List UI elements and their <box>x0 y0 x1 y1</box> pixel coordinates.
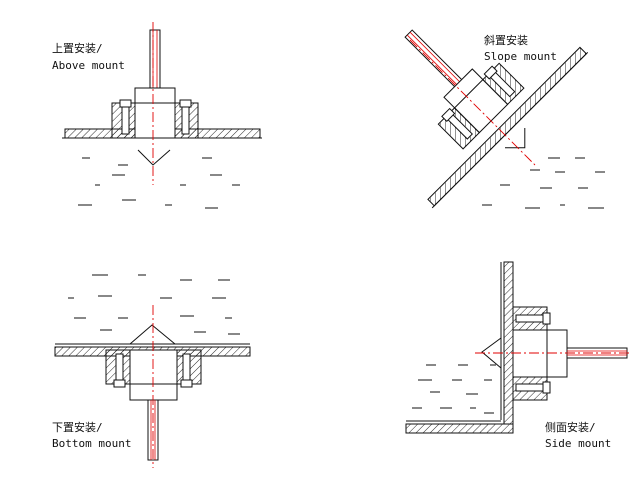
slope-centerline <box>409 39 536 166</box>
bottom-mount-label-zh: 下置安装/ <box>52 420 103 434</box>
above-mount-label-en: Above mount <box>52 59 125 72</box>
side-liquid <box>412 364 496 414</box>
slope-mount-panel <box>404 29 605 209</box>
above-shaft <box>149 29 161 91</box>
bottom-sensor-body <box>129 349 178 401</box>
above-mount-panel <box>62 22 262 209</box>
above-liquid <box>78 157 240 209</box>
above-mount-label-zh: 上置安装/ <box>52 41 103 55</box>
above-sensor-body <box>134 87 176 139</box>
side-mount-label-zh: 侧面安装/ <box>545 420 596 434</box>
bottom-liquid <box>68 274 240 335</box>
slope-mount-label-en: Slope mount <box>484 50 557 63</box>
slope-liquid <box>482 157 605 209</box>
side-mount-label-en: Side mount <box>545 437 611 450</box>
side-wall-bottom <box>405 423 514 434</box>
slope-mount-label-zh: 斜置安装 <box>484 33 528 47</box>
bottom-mount-panel <box>54 274 251 468</box>
side-mount-panel <box>405 261 632 434</box>
bottom-mount-label-en: Bottom mount <box>52 437 131 450</box>
side-wall-vertical <box>503 261 514 425</box>
side-sensor-body <box>512 329 568 378</box>
slope-shaft <box>404 29 464 89</box>
